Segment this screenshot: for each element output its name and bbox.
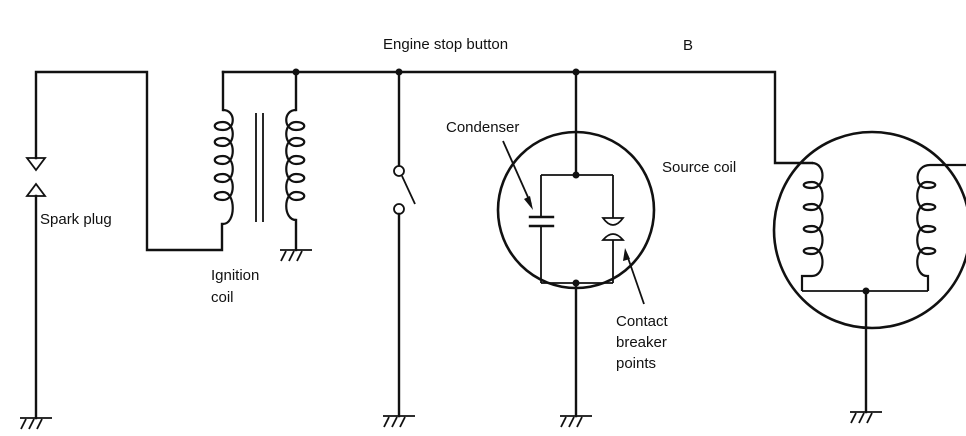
condenser-leader-arrow: [502, 140, 533, 210]
contact-points-leader-arrow: [623, 248, 645, 305]
contact-breaker-label-3: points: [616, 355, 656, 372]
contact-breaker-label-2: breaker: [616, 334, 667, 351]
contact-breaker-assembly: [496, 70, 656, 428]
condenser-icon: [528, 215, 555, 228]
ground-icon: [383, 415, 415, 428]
source-coil-assembly: [772, 130, 966, 424]
ground-icon: [20, 417, 52, 430]
engine-stop-button-label: Engine stop button: [383, 36, 508, 53]
ignition-coil: [213, 70, 312, 262]
source-coil-right-winding-icon: [916, 163, 966, 291]
main-bus-wire: [221, 68, 814, 165]
contact-breaker-label-1: Contact: [616, 313, 669, 330]
ignition-coil-label-2: coil: [211, 289, 234, 306]
spark-plug: [20, 70, 224, 430]
ignition-coil-secondary-winding-icon: [285, 108, 306, 222]
contact-point-upper-icon: [601, 217, 625, 226]
switch-contact-top-icon: [393, 165, 405, 177]
contact-point-lower-icon: [601, 233, 625, 241]
condenser-label: Condenser: [446, 119, 519, 136]
ignition-coil-label-1: Ignition: [211, 267, 259, 284]
switch-contact-bottom-icon: [393, 203, 405, 215]
spark-plug-label: Spark plug: [40, 211, 112, 228]
ground-icon: [280, 249, 312, 262]
ignition-coil-primary-winding-icon: [213, 108, 234, 226]
source-coil-left-winding-icon: [800, 161, 824, 291]
flywheel-circle: [772, 130, 966, 330]
spark-plug-electrode-top-icon: [25, 157, 47, 172]
switch-lever-icon: [401, 175, 416, 205]
spark-plug-electrode-bottom-icon: [25, 182, 47, 197]
ground-icon: [560, 415, 592, 428]
ignition-coil-core-icon: [255, 113, 264, 222]
source-coil-label: Source coil: [662, 159, 736, 176]
ground-icon: [850, 411, 882, 424]
engine-stop-button: [383, 70, 416, 428]
terminal-b-label: B: [683, 37, 693, 54]
